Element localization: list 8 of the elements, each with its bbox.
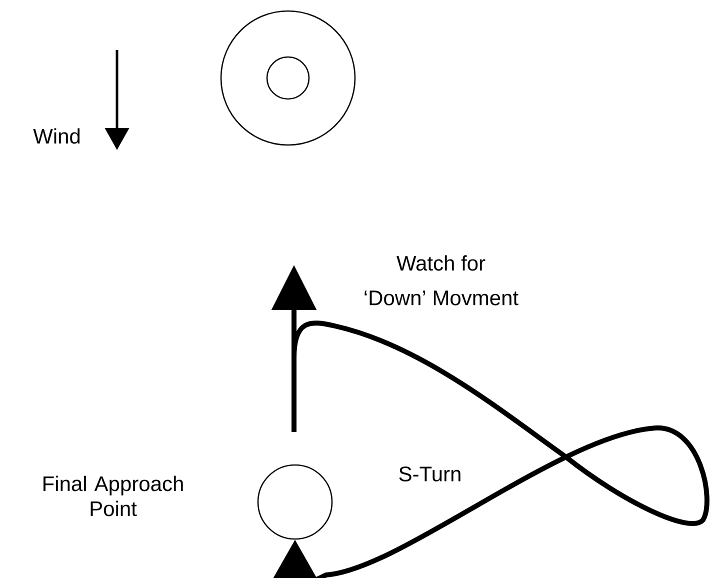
point-label: Final Approach Point [44,476,183,516]
target-circle [220,10,356,146]
note-label: ‘Down’ Movment [364,290,518,306]
wind-label: Wind [33,128,80,144]
flight-path-arrow [272,321,710,578]
approach-point-circle [257,464,333,540]
note-label: Watch for [396,255,486,271]
edge-label: S-Turn [397,466,463,482]
